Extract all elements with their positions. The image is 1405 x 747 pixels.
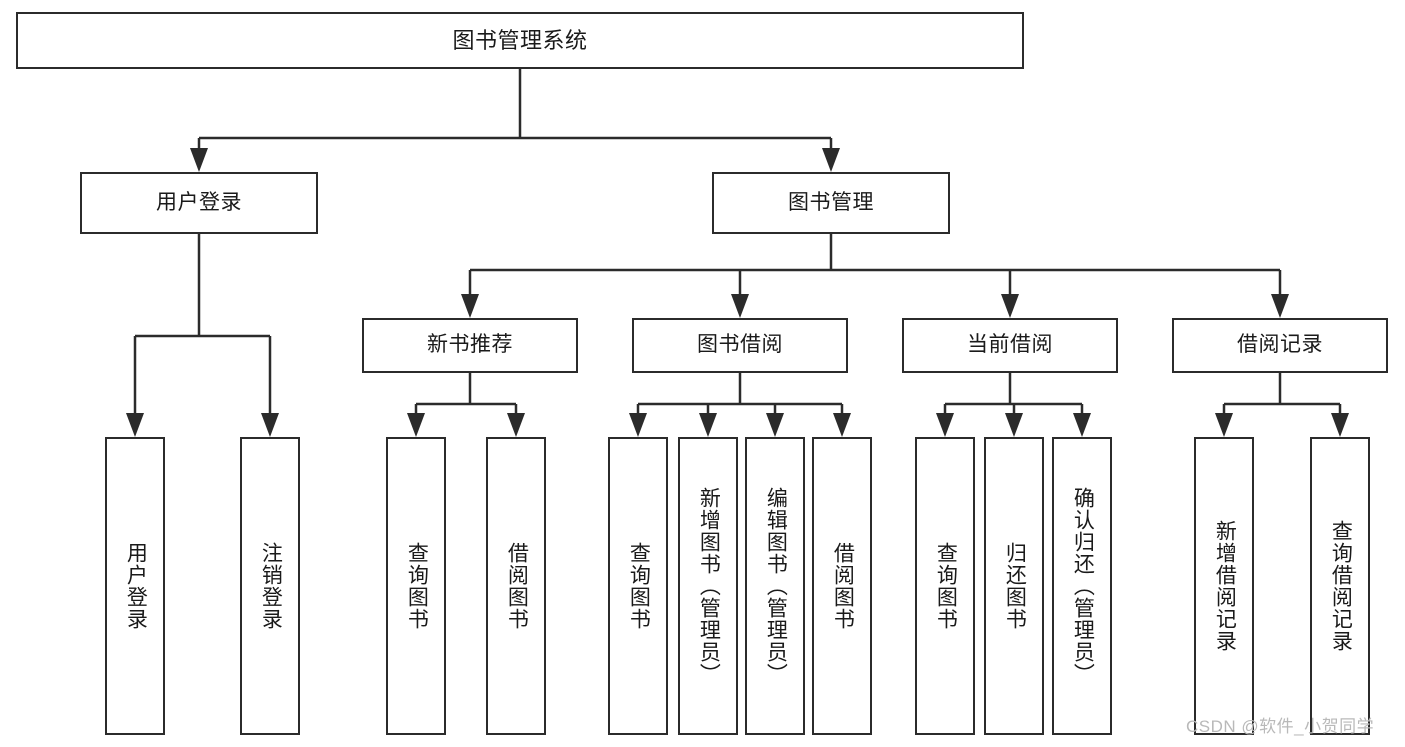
arrow-head-icon [699, 413, 717, 437]
node-label: 确认归还（管理员） [1071, 487, 1095, 685]
arrow-head-icon [731, 294, 749, 318]
node-label: 查询借阅记录 [1329, 520, 1353, 652]
node-label: 新书推荐 [427, 333, 513, 357]
node-label: 查询图书 [627, 542, 651, 630]
arrow-head-icon [407, 413, 425, 437]
node-leaf-query-borrow-record[interactable]: 查询借阅记录 [1310, 437, 1370, 735]
arrow-head-icon [766, 413, 784, 437]
arrow-head-icon [936, 413, 954, 437]
node-label: 注销登录 [259, 542, 283, 630]
arrow-head-icon [1215, 413, 1233, 437]
node-leaf-edit-book-admin[interactable]: 编辑图书（管理员） [745, 437, 805, 735]
node-leaf-borrow-book-2[interactable]: 借阅图书 [812, 437, 872, 735]
arrow-head-icon [461, 294, 479, 318]
arrow-head-icon [629, 413, 647, 437]
node-label: 借阅图书 [831, 542, 855, 630]
node-user-login[interactable]: 用户登录 [80, 172, 318, 234]
arrow-head-icon [507, 413, 525, 437]
node-leaf-query-book-2[interactable]: 查询图书 [608, 437, 668, 735]
node-root[interactable]: 图书管理系统 [16, 12, 1024, 69]
arrow-head-icon [190, 148, 208, 172]
node-label: 归还图书 [1003, 542, 1027, 630]
node-leaf-query-book-1[interactable]: 查询图书 [386, 437, 446, 735]
node-leaf-add-borrow-record[interactable]: 新增借阅记录 [1194, 437, 1254, 735]
node-leaf-return-book[interactable]: 归还图书 [984, 437, 1044, 735]
node-current-borrow[interactable]: 当前借阅 [902, 318, 1118, 373]
node-label: 当前借阅 [967, 333, 1053, 357]
arrow-head-icon [126, 413, 144, 437]
node-leaf-user-login[interactable]: 用户登录 [105, 437, 165, 735]
arrow-head-icon [833, 413, 851, 437]
node-label: 借阅记录 [1237, 333, 1323, 357]
arrow-head-icon [822, 148, 840, 172]
node-leaf-add-book-admin[interactable]: 新增图书（管理员） [678, 437, 738, 735]
arrow-head-icon [1001, 294, 1019, 318]
node-label: 图书管理 [788, 190, 874, 214]
arrow-head-icon [1005, 413, 1023, 437]
node-label: 用户登录 [124, 542, 148, 630]
node-leaf-query-book-3[interactable]: 查询图书 [915, 437, 975, 735]
node-label: 新增借阅记录 [1213, 520, 1237, 652]
arrow-head-icon [1271, 294, 1289, 318]
node-label: 图书管理系统 [452, 27, 588, 53]
node-leaf-borrow-book-1[interactable]: 借阅图书 [486, 437, 546, 735]
node-label: 编辑图书（管理员） [764, 487, 788, 685]
node-leaf-logout[interactable]: 注销登录 [240, 437, 300, 735]
node-label: 图书借阅 [697, 333, 783, 357]
node-label: 查询图书 [934, 542, 958, 630]
node-leaf-confirm-return-admin[interactable]: 确认归还（管理员） [1052, 437, 1112, 735]
node-label: 查询图书 [405, 542, 429, 630]
node-new-book-recommend[interactable]: 新书推荐 [362, 318, 578, 373]
node-label: 新增图书（管理员） [697, 487, 721, 685]
node-label: 用户登录 [156, 190, 242, 214]
arrow-head-icon [1331, 413, 1349, 437]
node-borrow-record[interactable]: 借阅记录 [1172, 318, 1388, 373]
node-label: 借阅图书 [505, 542, 529, 630]
node-book-manage[interactable]: 图书管理 [712, 172, 950, 234]
csdn-watermark: CSDN @软件_小贺同学 [1186, 717, 1375, 736]
node-book-borrow[interactable]: 图书借阅 [632, 318, 848, 373]
arrow-head-icon [1073, 413, 1091, 437]
arrow-head-icon [261, 413, 279, 437]
